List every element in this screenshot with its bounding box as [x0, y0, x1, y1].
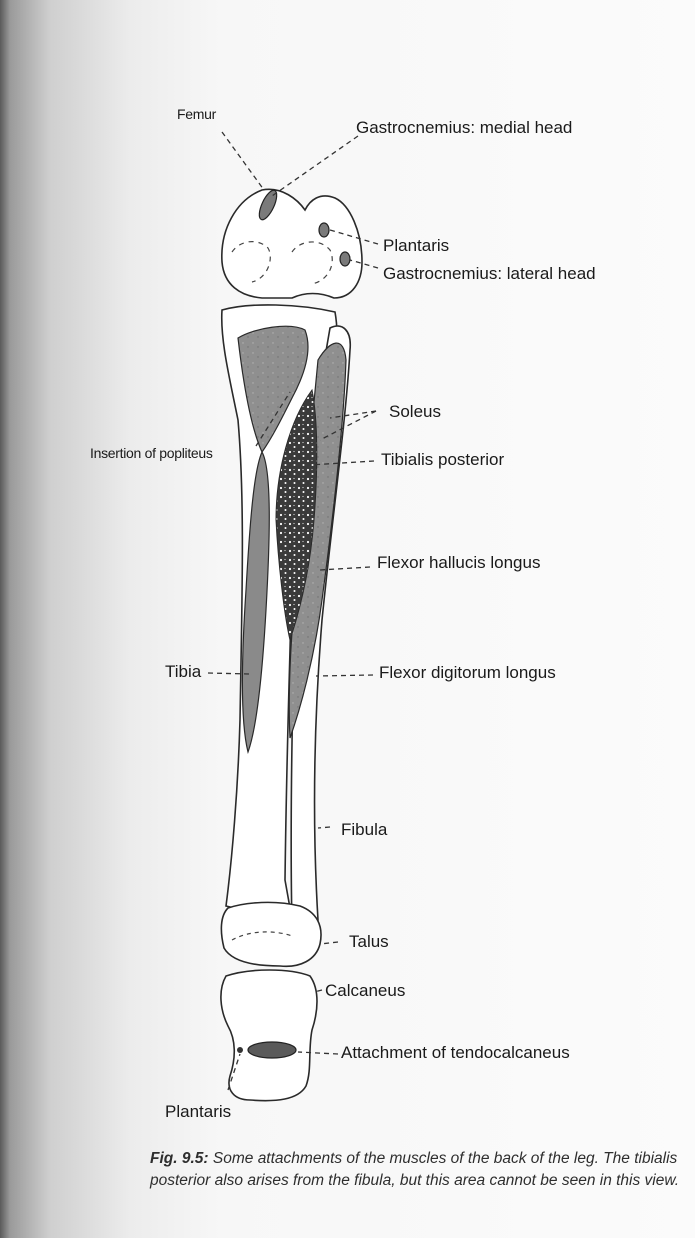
label-gastrocnemius-lateral-head: Gastrocnemius: lateral head	[383, 264, 596, 284]
figure-caption: Fig. 9.5: Some attachments of the muscle…	[150, 1148, 690, 1192]
gastro-lateral-attachment	[340, 252, 350, 266]
figure-caption-text: Some attachments of the muscles of the b…	[150, 1150, 679, 1189]
label-talus: Talus	[349, 932, 389, 952]
figure-number: Fig. 9.5:	[150, 1150, 209, 1167]
label-gastrocnemius-medial-head: Gastrocnemius: medial head	[356, 118, 572, 138]
label-plantaris-upper: Plantaris	[383, 236, 449, 256]
label-femur: Femur	[177, 104, 216, 124]
label-attachment-of-tendocalcaneus: Attachment of tendocalcaneus	[341, 1043, 570, 1063]
label-tibialis-posterior: Tibialis posterior	[381, 450, 504, 470]
label-tibia: Tibia	[165, 662, 201, 682]
label-flexor-digitorum-longus: Flexor digitorum longus	[379, 663, 556, 683]
label-plantaris-lower: Plantaris	[165, 1102, 231, 1122]
label-calcaneus: Calcaneus	[325, 981, 405, 1001]
label-fibula: Fibula	[341, 820, 387, 840]
plantaris-attachment	[319, 223, 329, 237]
calcaneus-bone	[221, 970, 317, 1101]
plantaris-insertion-dot	[237, 1047, 243, 1053]
label-soleus: Soleus	[389, 402, 441, 422]
label-insertion-of-popliteus: Insertion of popliteus	[90, 443, 213, 463]
label-flexor-hallucis-longus: Flexor hallucis longus	[377, 553, 540, 573]
tendocalcaneus-attachment	[248, 1042, 296, 1058]
talus-bone	[221, 902, 321, 966]
